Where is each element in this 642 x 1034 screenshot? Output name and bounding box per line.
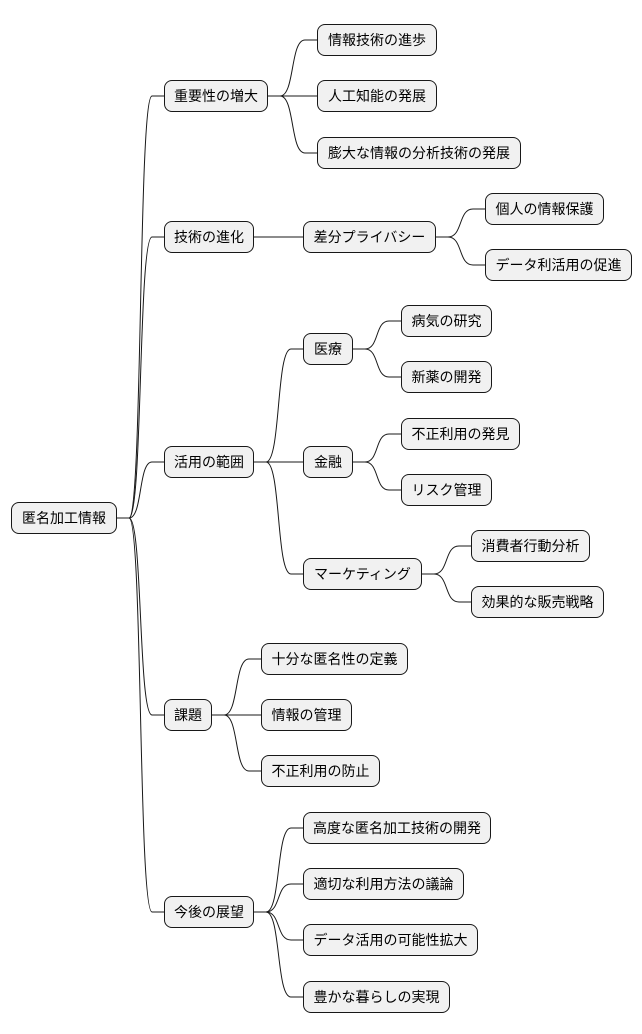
leaf-node: 高度な匿名加工技術の開発 bbox=[303, 812, 491, 844]
connector-line bbox=[117, 517, 164, 716]
connector-line bbox=[436, 236, 485, 266]
connector-line bbox=[212, 658, 261, 716]
connector-line bbox=[117, 517, 164, 913]
connector-line bbox=[117, 236, 164, 519]
leaf-node: 効果的な販売戦略 bbox=[471, 586, 604, 618]
leaf-node: データ活用の可能性拡大 bbox=[303, 924, 478, 956]
connector-line bbox=[212, 714, 261, 772]
leaf-node: 適切な利用方法の議論 bbox=[303, 868, 464, 900]
connector-line bbox=[268, 39, 317, 97]
connector-line bbox=[436, 208, 485, 238]
connector-line bbox=[254, 827, 303, 913]
leaf-node: データ利活用の促進 bbox=[485, 249, 632, 281]
connector-line bbox=[117, 461, 164, 519]
sub-node: 金融 bbox=[303, 446, 353, 478]
sub-node: 差分プライバシー bbox=[303, 221, 436, 253]
sub-node: 医療 bbox=[303, 333, 353, 365]
connector-line bbox=[353, 348, 401, 378]
connector-line bbox=[254, 348, 303, 463]
branch-node-technology: 技術の進化 bbox=[164, 221, 254, 253]
connector-line bbox=[254, 883, 303, 913]
branch-node-scope: 活用の範囲 bbox=[164, 446, 254, 478]
branch-node-issues: 課題 bbox=[164, 699, 212, 731]
leaf-node: 情報の管理 bbox=[261, 699, 352, 731]
connector-line bbox=[254, 461, 303, 575]
leaf-node: 膨大な情報の分析技術の発展 bbox=[317, 137, 521, 169]
connector-line bbox=[254, 911, 303, 941]
leaf-node: 不正利用の発見 bbox=[401, 418, 520, 450]
connector-line bbox=[353, 461, 401, 491]
leaf-node: 豊かな暮らしの実現 bbox=[303, 981, 450, 1013]
sub-node: マーケティング bbox=[303, 558, 422, 590]
leaf-node: 十分な匿名性の定義 bbox=[261, 643, 408, 675]
connector-line bbox=[422, 545, 471, 575]
connector-line bbox=[117, 95, 164, 519]
connector-line bbox=[353, 433, 401, 463]
leaf-node: リスク管理 bbox=[401, 474, 492, 506]
leaf-node: 新薬の開発 bbox=[401, 361, 492, 393]
leaf-node: 病気の研究 bbox=[401, 305, 492, 337]
root-node: 匿名加工情報 bbox=[11, 502, 117, 534]
branch-node-outlook: 今後の展望 bbox=[164, 896, 254, 928]
leaf-node: 情報技術の進歩 bbox=[317, 24, 437, 56]
leaf-node: 消費者行動分析 bbox=[471, 530, 590, 562]
leaf-node: 不正利用の防止 bbox=[261, 755, 380, 787]
leaf-node: 人工知能の発展 bbox=[317, 80, 437, 112]
connector-line bbox=[422, 573, 471, 603]
leaf-node: 個人の情報保護 bbox=[485, 193, 604, 225]
branch-node-importance: 重要性の増大 bbox=[164, 80, 268, 112]
connector-line bbox=[254, 911, 303, 998]
connector-line bbox=[268, 95, 317, 154]
connector-line bbox=[353, 320, 401, 350]
